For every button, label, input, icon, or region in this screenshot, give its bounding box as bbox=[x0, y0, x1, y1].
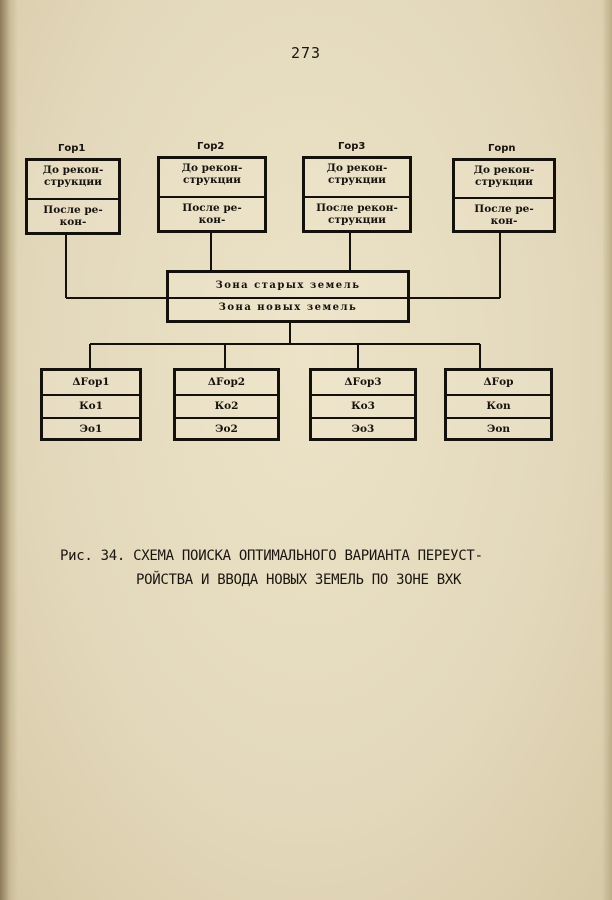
bottom-box-2: ΔFор2 Ко2 Эо2 bbox=[173, 368, 280, 441]
bottom-box-3-divider-1 bbox=[312, 394, 414, 396]
bottom-box-3-delta: ΔFор3 bbox=[344, 376, 382, 388]
caption-line-2: РОЙСТВА И ВВОДА НОВЫХ ЗЕМЕЛЬ ПО ЗОНЕ ВХК bbox=[136, 572, 462, 588]
figure-caption: Рис. 34. СХЕМА ПОИСКА ОПТИМАЛЬНОГО ВАРИА… bbox=[60, 544, 560, 592]
top-box-3-divider bbox=[305, 196, 409, 198]
caption-line-1: Рис. 34. СХЕМА ПОИСКА ОПТИМАЛЬНОГО ВАРИА… bbox=[60, 548, 483, 564]
zone-box-divider bbox=[169, 297, 407, 299]
bottom-box-1-e: Эо1 bbox=[79, 423, 103, 435]
bottom-box-1-k: Ко1 bbox=[79, 400, 103, 412]
bottom-box-4-divider-2 bbox=[447, 417, 550, 419]
top-box-4-after: После ре- кон- bbox=[474, 203, 534, 227]
page-edge-shadow bbox=[602, 0, 612, 900]
top-box-4: До рекон- струкции После ре- кон- bbox=[452, 158, 556, 233]
top-box-2: До рекон- струкции После ре- кон- bbox=[157, 156, 267, 233]
top-box-2-after: После ре- кон- bbox=[182, 202, 242, 226]
bottom-box-2-e: Эо2 bbox=[215, 423, 238, 435]
page-binding-shadow bbox=[0, 0, 18, 900]
bottom-box-2-k: Ко2 bbox=[214, 400, 239, 412]
bottom-box-1-divider-1 bbox=[43, 394, 139, 396]
top-box-1-divider bbox=[28, 198, 118, 200]
top-box-4-divider bbox=[455, 197, 553, 199]
bottom-box-1-divider-2 bbox=[43, 417, 139, 419]
top-box-3: До рекон- струкции После рекон- струкции bbox=[302, 156, 412, 233]
bottom-box-4: ΔFор Коn Эоn bbox=[444, 368, 553, 441]
top-box-1-after: После ре- кон- bbox=[43, 204, 103, 228]
page-number: 273 bbox=[290, 44, 322, 62]
bottom-box-4-k: Коn bbox=[486, 400, 511, 412]
top-box-label-2: Гор2 bbox=[197, 141, 225, 152]
zone-old-lands: Зона старых земель bbox=[215, 280, 361, 291]
top-box-2-divider bbox=[160, 196, 264, 198]
top-box-2-before: До рекон- струкции bbox=[181, 162, 243, 186]
bottom-box-4-divider-1 bbox=[447, 394, 550, 396]
top-box-1: До рекон- струкции После ре- кон- bbox=[25, 158, 121, 235]
bottom-box-4-e: Эоn bbox=[487, 423, 510, 435]
bottom-box-4-delta: ΔFор bbox=[483, 376, 514, 388]
top-box-label-3: Гор3 bbox=[338, 141, 366, 152]
top-box-4-before: До рекон- струкции bbox=[473, 164, 535, 188]
bottom-box-2-divider-2 bbox=[176, 417, 277, 419]
zone-box: Зона старых земель Зона новых земель bbox=[166, 270, 410, 323]
bottom-box-2-delta: ΔFор2 bbox=[207, 376, 246, 388]
bottom-box-1: ΔFор1 Ко1 Эо1 bbox=[40, 368, 142, 441]
top-box-3-after: После рекон- струкции bbox=[316, 202, 398, 226]
top-box-label-4: Горn bbox=[488, 143, 516, 154]
bottom-box-3-e: Эо3 bbox=[351, 423, 375, 435]
bottom-box-3: ΔFор3 Ко3 Эо3 bbox=[309, 368, 417, 441]
bottom-box-3-divider-2 bbox=[312, 417, 414, 419]
top-box-label-1: Гор1 bbox=[58, 143, 86, 154]
top-box-3-before: До рекон- струкции bbox=[326, 162, 388, 186]
bottom-box-2-divider-1 bbox=[176, 394, 277, 396]
zone-new-lands: Зона новых земель bbox=[218, 302, 358, 313]
top-box-1-before: До рекон- струкции bbox=[42, 164, 104, 188]
bottom-box-1-delta: ΔFор1 bbox=[72, 376, 110, 388]
bottom-box-3-k: Ко3 bbox=[351, 400, 375, 412]
